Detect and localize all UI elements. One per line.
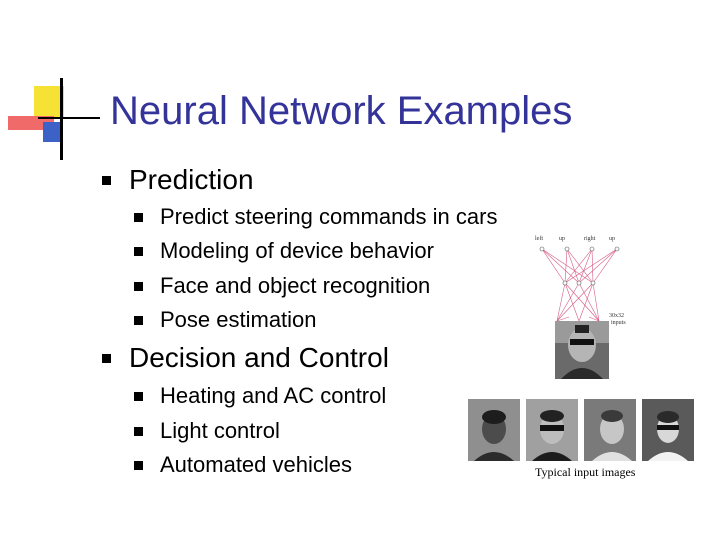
network-input-label: 30x32 inputs — [609, 313, 626, 326]
list-item: Automated vehicles — [160, 452, 352, 477]
list-item: Predict steering commands in cars — [160, 204, 498, 229]
network-diagram: left up right up 30x32 inputs — [535, 235, 626, 379]
network-nodes — [539, 246, 620, 286]
face-image-4-graphic — [642, 399, 694, 461]
face-image — [468, 399, 520, 461]
output-label: right — [584, 236, 596, 242]
logo-horizontal-line — [38, 117, 100, 119]
list-item: Light control — [160, 418, 280, 443]
face-image-2-graphic — [526, 399, 578, 461]
bullet-icon — [134, 316, 143, 325]
typical-input-images — [468, 399, 694, 461]
bullet-icon — [102, 176, 111, 185]
input-label-line2: inputs — [611, 320, 626, 326]
face-image-1-graphic — [468, 399, 520, 461]
logo-blue-square — [43, 122, 61, 142]
network-connections — [541, 248, 618, 322]
list-item: Modeling of device behavior — [160, 238, 434, 263]
output-label: left — [535, 235, 543, 242]
figure-caption: Typical input images — [535, 465, 636, 479]
bullet-icon — [134, 427, 143, 436]
logo-yellow-square — [34, 86, 64, 118]
face-image — [584, 399, 636, 461]
face-image-3-graphic — [584, 399, 636, 461]
section-heading-prediction: Prediction — [129, 164, 254, 195]
bullet-icon — [134, 461, 143, 470]
bullet-icon — [134, 392, 143, 401]
bullet-icon — [134, 213, 143, 222]
slide-title: Neural Network Examples — [110, 89, 573, 133]
input-label-line1: 30x32 — [609, 313, 624, 319]
face-image — [526, 399, 578, 461]
bullet-icon — [134, 282, 143, 291]
list-item: Heating and AC control — [160, 383, 387, 408]
input-face-image — [555, 321, 609, 379]
slide-logo-decoration — [0, 0, 110, 170]
logo-red-bar — [8, 116, 54, 130]
face-image — [642, 399, 694, 461]
network-output-labels: left up right up — [535, 235, 615, 242]
section-heading-decision-control: Decision and Control — [129, 342, 389, 373]
bullet-icon — [102, 354, 111, 363]
bullet-icon — [134, 247, 143, 256]
logo-vertical-line — [60, 78, 63, 160]
list-item: Pose estimation — [160, 307, 317, 332]
output-label: up — [609, 236, 615, 242]
list-item: Face and object recognition — [160, 273, 431, 298]
output-label: up — [559, 236, 565, 242]
